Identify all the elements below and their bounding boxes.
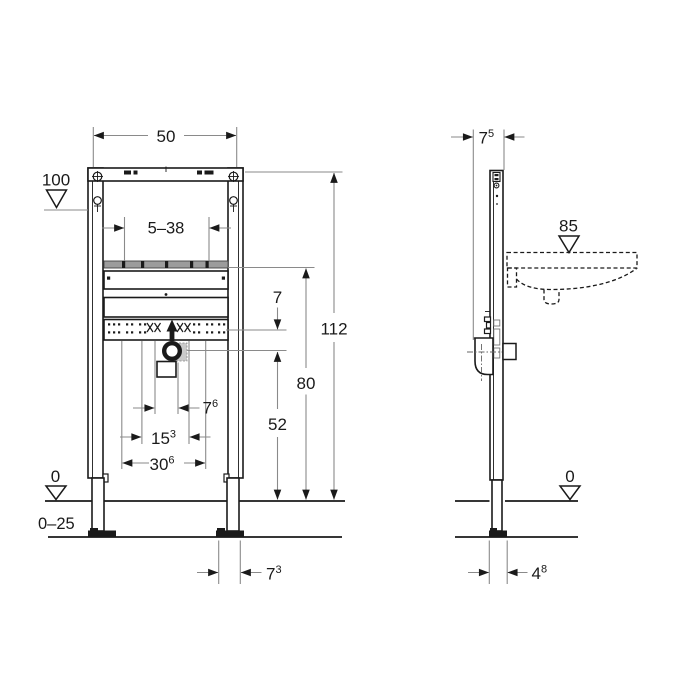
level-triangle-85	[557, 235, 581, 254]
center-dot	[164, 293, 168, 296]
left-leg	[91, 477, 105, 532]
dim-drain-height-label: 52	[268, 415, 287, 434]
crossbar-pin	[221, 276, 225, 280]
rail-dot	[496, 203, 498, 205]
side-dimension-arrows	[451, 133, 528, 577]
washbasin-trap	[543, 289, 560, 305]
side-foot-tab	[490, 528, 497, 531]
drain-elbow	[474, 337, 494, 376]
washbasin-bowl	[516, 267, 637, 291]
side-extension-lines	[472, 129, 508, 584]
left-foot-tab	[90, 528, 98, 531]
top-rail	[87, 167, 244, 182]
side-floor-lines	[455, 500, 578, 538]
level-85-label: 85	[559, 217, 578, 236]
dim-rail-height-label: 80	[297, 374, 316, 393]
washbasin-rim	[506, 251, 638, 269]
left-rail	[87, 167, 104, 479]
front-view: 50 100 5–38 7 112 80 52 76 153 306 0 0–2…	[38, 127, 348, 584]
washbasin-outline	[506, 251, 638, 305]
anchor-plate	[103, 318, 229, 341]
right-foot	[216, 530, 244, 537]
front-dimension-arrows	[93, 131, 338, 577]
fastening-bar-ticks	[122, 261, 209, 268]
right-leg	[226, 477, 240, 532]
dim-supply-spacing-label: 153	[151, 429, 176, 449]
adjust-screw-icon	[229, 196, 238, 205]
right-foot-tab	[217, 528, 225, 531]
crossbar-upper	[103, 270, 229, 290]
drain-socket	[161, 341, 182, 362]
fastening-bar	[103, 260, 229, 269]
left-foot	[88, 530, 116, 537]
level-triangle-100	[45, 189, 68, 210]
dim-overall-width-label: 50	[157, 127, 176, 146]
dim-foot-depth-label: 48	[532, 564, 548, 584]
side-leg	[491, 479, 503, 532]
side-view: 75 85 0 48	[451, 128, 638, 584]
washbasin-bracket	[506, 267, 518, 288]
side-rail	[489, 169, 504, 481]
level-triangle-0-left	[44, 485, 68, 501]
level-0-right-label: 0	[565, 467, 574, 486]
water-connection-box	[502, 342, 517, 361]
dim-plate-to-drain-label: 7	[273, 288, 282, 307]
anchor-plate-slot-marks	[146, 322, 191, 333]
dim-frame-height-label: 112	[320, 320, 347, 339]
crossbar-lower	[103, 296, 229, 318]
drain-clamp-arrow	[166, 319, 178, 341]
dim-foot-offset-label: 73	[266, 564, 282, 584]
wall-bracket	[483, 316, 492, 335]
crossbar-pin	[107, 276, 111, 280]
level-100-label: 100	[42, 171, 70, 190]
corner-screws	[92, 171, 239, 212]
side-frame	[467, 169, 517, 537]
anchor-plate-perforations	[108, 323, 226, 334]
mounting-frame	[87, 166, 244, 537]
top-rail-marks	[124, 170, 214, 175]
dim-bracket-range-label: 5–38	[148, 220, 185, 238]
dim-frame-depth-label: 75	[479, 128, 495, 148]
dim-drain-offset-label: 76	[203, 398, 219, 418]
level-triangle-0-right	[558, 485, 582, 501]
floor-range-label: 0–25	[38, 515, 75, 533]
floor-lines	[45, 500, 345, 538]
rail-dot	[495, 194, 499, 198]
front-extension-lines	[44, 127, 343, 584]
adjust-screw-icon	[93, 196, 102, 205]
level-0-left-label: 0	[51, 467, 60, 486]
right-rail	[227, 167, 244, 479]
drain-pipe	[156, 360, 177, 378]
dim-anchor-spacing-label: 306	[150, 455, 175, 475]
rail-top-bolt-icon	[492, 171, 501, 183]
side-foot	[489, 530, 507, 537]
